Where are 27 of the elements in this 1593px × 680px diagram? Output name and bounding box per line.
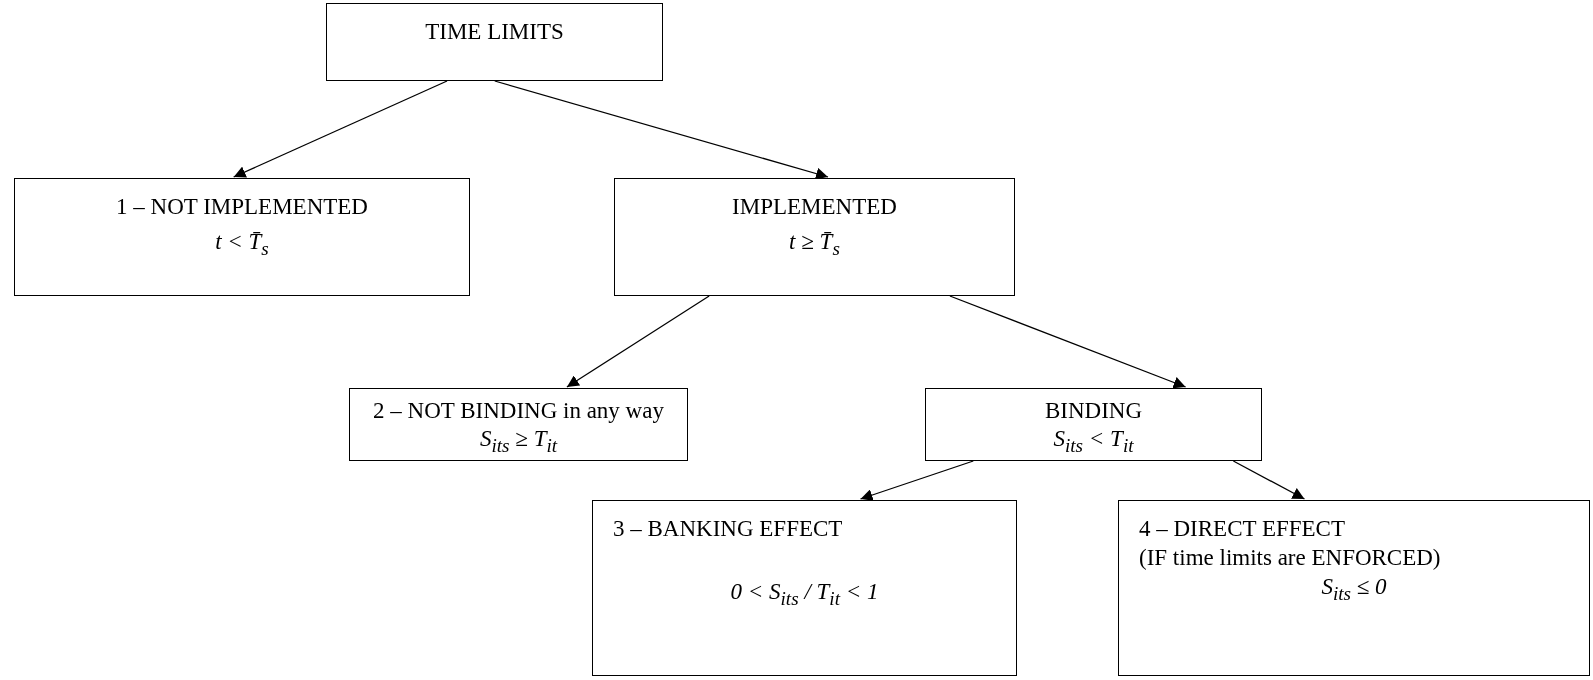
box-label: 3 – BANKING EFFECT xyxy=(612,515,844,543)
arrow xyxy=(949,295,1187,389)
box-label: IMPLEMENTED xyxy=(731,193,898,221)
formula: S$_{its}$ < T$_{it}$ xyxy=(1052,424,1135,457)
formula: 0 < S$_{its}$ / T$_{it}$ < 1 xyxy=(729,577,880,611)
process-box xyxy=(326,3,663,81)
arrow xyxy=(233,80,448,178)
process-box xyxy=(1118,500,1590,676)
arrow xyxy=(494,80,829,180)
process-box xyxy=(614,178,1015,296)
box-label: BINDING xyxy=(1043,397,1144,425)
formula: S$_{its}$ ≤ 0 xyxy=(1320,572,1388,606)
box-label: 1 – NOT IMPLEMENTED xyxy=(115,193,369,221)
formula: t < T̄$_{s}$ xyxy=(214,227,270,261)
formula: S$_{its}$ ≥ T$_{it}$ xyxy=(478,424,559,457)
process-box xyxy=(349,388,688,461)
formula: t ≥ T̄$_{s}$ xyxy=(788,227,841,261)
box-label: TIME LIMITS xyxy=(424,18,565,46)
arrow xyxy=(859,460,974,501)
box-label: (IF time limits are ENFORCED) xyxy=(1138,543,1442,572)
arrow xyxy=(566,295,710,388)
box-label: 4 – DIRECT EFFECT xyxy=(1138,515,1346,543)
process-box xyxy=(14,178,470,296)
process-box xyxy=(592,500,1017,676)
arrow xyxy=(1232,460,1306,500)
box-label: 2 – NOT BINDING in any way xyxy=(372,397,665,425)
process-box xyxy=(925,388,1262,461)
